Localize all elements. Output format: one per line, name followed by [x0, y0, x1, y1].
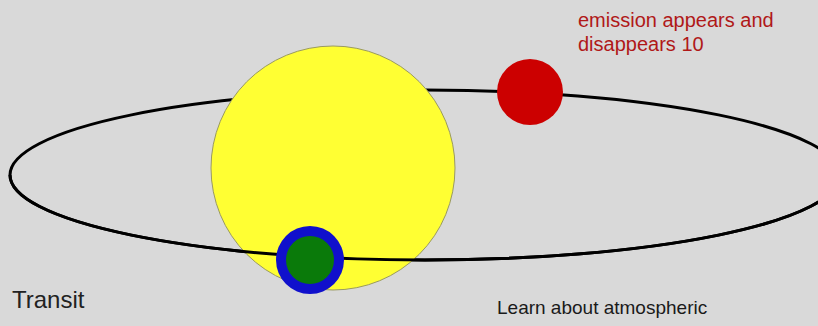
- atmosphere-note: Learn about atmospheric: [497, 296, 807, 320]
- transiting-planet: [286, 236, 334, 284]
- orbit-front-arc: [10, 175, 818, 260]
- emission-note: emission appears and disappears 10: [578, 8, 783, 56]
- planet-atmosphere: [276, 226, 344, 294]
- transit-label: Transit: [12, 286, 162, 314]
- star: [211, 46, 455, 290]
- eclipsed-planet: [497, 59, 563, 125]
